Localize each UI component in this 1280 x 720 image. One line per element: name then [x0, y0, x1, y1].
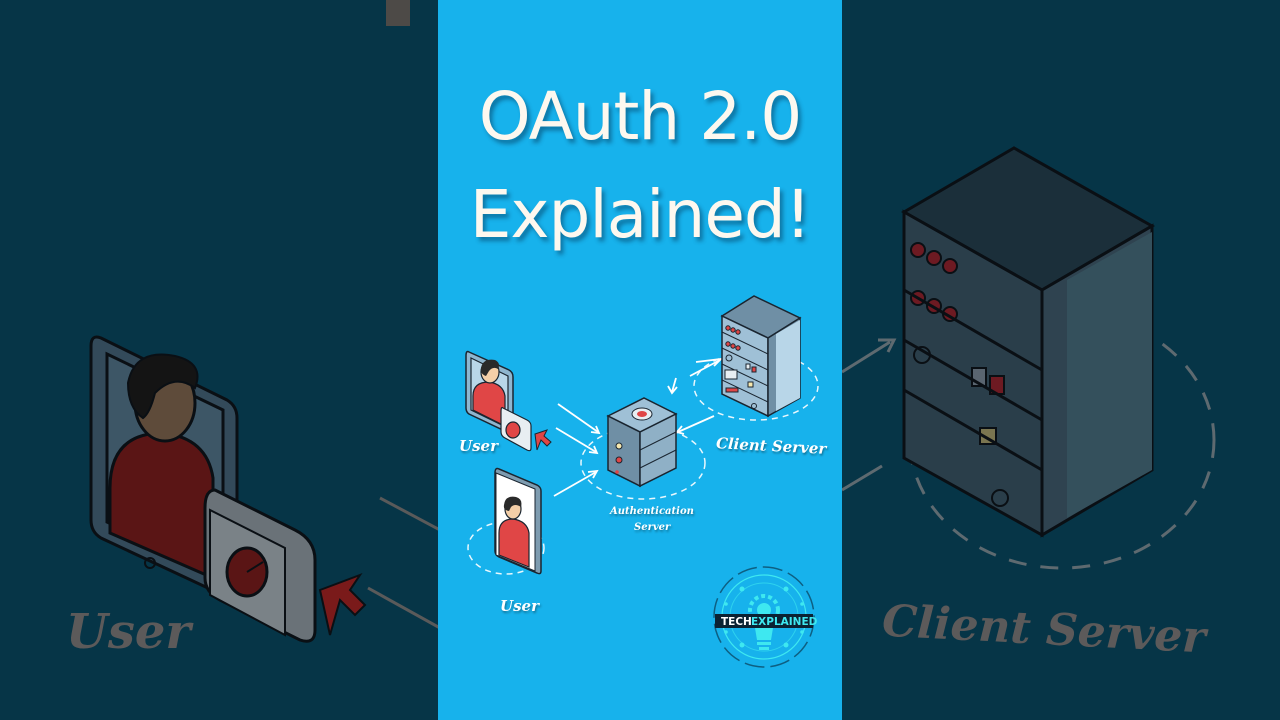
- server-rack-large-icon: [842, 146, 1216, 570]
- left-background-panel: User: [0, 0, 438, 720]
- authentication-server-label-line1: Authentication: [610, 506, 694, 517]
- user-phone-icon: [494, 467, 542, 575]
- authentication-server-label-line2: Server: [634, 522, 671, 533]
- left-background-user-label: User: [66, 604, 191, 660]
- center-panel: OAuth 2.0 Explained! User: [438, 0, 842, 720]
- user-label-bottom: User: [500, 597, 539, 615]
- title-line-2: Explained!: [469, 176, 812, 253]
- user-tablet-large-icon: [89, 0, 438, 643]
- client-server-icon: [720, 295, 802, 418]
- authentication-server-icon: [606, 397, 678, 488]
- techexplained-logo-icon: TECH EXPLAINED: [713, 566, 818, 668]
- title-line-1: OAuth 2.0: [478, 78, 802, 155]
- logo-text-explained: EXPLAINED: [751, 616, 818, 628]
- logo-text-tech: TECH: [721, 616, 752, 628]
- user-label-top: User: [459, 437, 498, 455]
- right-background-panel: Client Server: [842, 0, 1280, 720]
- user-tablet-icon: [465, 350, 552, 452]
